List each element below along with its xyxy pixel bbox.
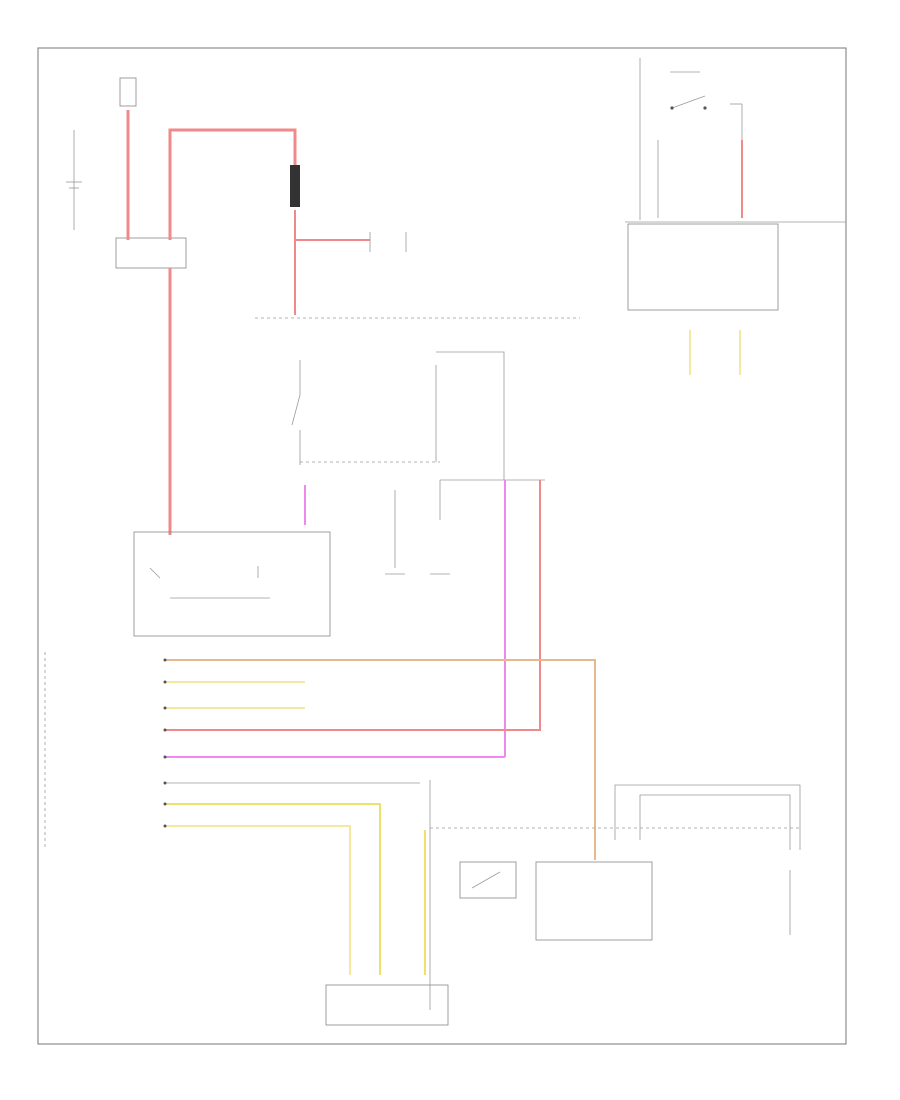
generator (369, 232, 407, 252)
instrument-cluster (627, 223, 779, 311)
wire-fusible-feed (168, 128, 297, 240)
battery-fuse-block (115, 237, 187, 269)
wire-generator-feed (294, 210, 370, 241)
wire-yellow-clutch-2 (165, 825, 351, 975)
wire-red-horizontal (165, 480, 541, 731)
diagram-frame (37, 47, 847, 1045)
clutch-pedal-position-switch (325, 984, 449, 1026)
transmission-control (535, 861, 653, 941)
ignition-switch (291, 360, 301, 465)
transmission-range-switch (459, 861, 517, 899)
ecm-pin-markers (163, 658, 167, 828)
wire-cluster-loop-2 (639, 794, 791, 850)
wire-tan-1 (165, 659, 596, 860)
wire-cluster-loop (614, 784, 801, 850)
fusible-link (290, 165, 300, 207)
battery (66, 130, 82, 230)
battery-terminal (119, 77, 137, 107)
starter-relay (435, 351, 505, 480)
wire-yellow-clutch-1 (165, 803, 381, 975)
starter-solenoid (133, 531, 331, 637)
steering-wheel-controls (670, 71, 743, 140)
